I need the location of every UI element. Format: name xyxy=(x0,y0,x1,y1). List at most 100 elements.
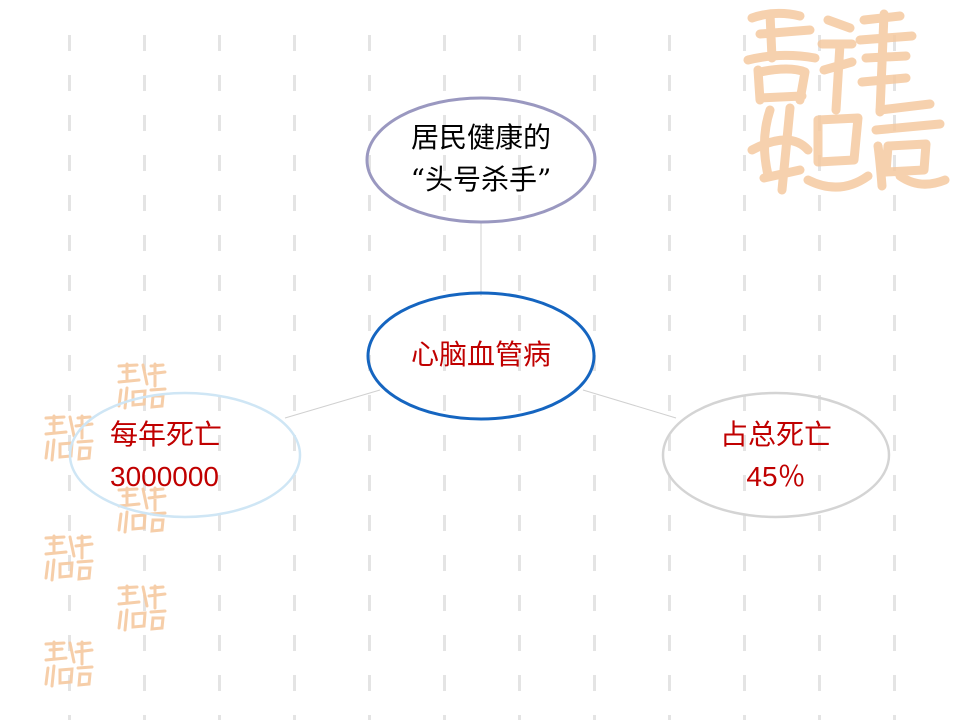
dash-segment xyxy=(293,275,296,291)
dash-segment xyxy=(893,435,896,451)
dash-segment xyxy=(218,195,221,211)
dash-segment xyxy=(143,315,146,331)
dash-segment xyxy=(218,35,221,51)
dash-segment xyxy=(668,115,671,131)
dash-segment xyxy=(593,195,596,211)
dash-segment xyxy=(68,195,71,211)
dash-segment xyxy=(743,195,746,211)
dash-segment xyxy=(743,555,746,571)
dash-segment xyxy=(743,395,746,411)
dash-segment xyxy=(68,35,71,51)
dash-segment xyxy=(668,675,671,691)
dash-segment xyxy=(218,595,221,611)
dash-segment xyxy=(818,715,821,720)
dash-segment xyxy=(443,35,446,51)
dash-segment xyxy=(143,155,146,171)
dash-segment xyxy=(218,235,221,251)
dash-segment xyxy=(893,515,896,531)
dash-segment xyxy=(518,635,521,651)
dash-segment xyxy=(893,715,896,720)
dash-segment xyxy=(593,235,596,251)
dash-segment xyxy=(143,235,146,251)
dash-segment xyxy=(143,715,146,720)
seal-watermark xyxy=(44,534,94,582)
dash-segment xyxy=(593,555,596,571)
dash-segment xyxy=(143,115,146,131)
dash-segment xyxy=(293,75,296,91)
dash-segment xyxy=(668,435,671,451)
dash-segment xyxy=(218,515,221,531)
node-left-value: 3000000 xyxy=(110,461,220,492)
dash-segment xyxy=(518,275,521,291)
dash-segment xyxy=(593,675,596,691)
dash-segment xyxy=(368,235,371,251)
node-left-ellipse xyxy=(68,391,302,519)
dash-segment xyxy=(443,155,446,171)
dash-segment xyxy=(368,315,371,331)
dash-segment xyxy=(893,155,896,171)
dash-segment xyxy=(443,555,446,571)
dash-segment xyxy=(668,395,671,411)
dash-segment xyxy=(368,395,371,411)
dash-segment xyxy=(518,155,521,171)
dash-segment xyxy=(893,355,896,371)
dash-segment xyxy=(893,475,896,491)
dash-segment xyxy=(743,715,746,720)
dash-segment xyxy=(818,275,821,291)
dash-segment xyxy=(443,195,446,211)
dash-segment xyxy=(518,675,521,691)
dash-segment xyxy=(893,595,896,611)
dash-segment xyxy=(893,635,896,651)
dash-segment xyxy=(443,75,446,91)
dash-segment xyxy=(668,715,671,720)
dash-segment xyxy=(668,195,671,211)
dash-segment xyxy=(368,75,371,91)
dash-segment xyxy=(593,635,596,651)
dash-segment xyxy=(368,555,371,571)
dash-segment xyxy=(818,355,821,371)
dash-segment xyxy=(68,75,71,91)
dash-segment xyxy=(743,75,746,91)
node-center-ellipse xyxy=(366,291,596,421)
dash-segment xyxy=(368,515,371,531)
dash-segment xyxy=(593,715,596,720)
dash-segment xyxy=(293,635,296,651)
dash-segment xyxy=(893,115,896,131)
dash-segment xyxy=(518,475,521,491)
dash-segment xyxy=(818,315,821,331)
dash-segment xyxy=(218,275,221,291)
dash-segment xyxy=(293,715,296,720)
node-center-label: 心脑血管病 xyxy=(410,338,551,371)
dash-segment xyxy=(293,315,296,331)
dash-segment xyxy=(443,635,446,651)
dash-segment xyxy=(443,395,446,411)
dash-segment xyxy=(143,355,146,371)
dash-segment xyxy=(743,115,746,131)
dash-segment xyxy=(743,595,746,611)
dash-segment xyxy=(818,675,821,691)
dash-segment xyxy=(68,715,71,720)
dash-segment xyxy=(218,435,221,451)
dash-segment xyxy=(368,35,371,51)
dash-segment xyxy=(143,555,146,571)
dash-segment xyxy=(593,275,596,291)
dash-segment xyxy=(668,515,671,531)
dash-segment xyxy=(818,475,821,491)
dash-segment xyxy=(293,555,296,571)
dash-segment xyxy=(368,155,371,171)
dash-segment xyxy=(443,515,446,531)
dash-segment xyxy=(593,435,596,451)
dash-segment xyxy=(743,275,746,291)
dash-segment xyxy=(293,115,296,131)
dash-segment xyxy=(518,435,521,451)
dash-segment xyxy=(218,355,221,371)
dash-segment xyxy=(893,395,896,411)
node-right-ellipse xyxy=(661,391,891,519)
connector-lines xyxy=(284,222,677,419)
seal-watermark xyxy=(117,362,167,410)
dash-segment xyxy=(68,155,71,171)
dash-segment xyxy=(218,715,221,720)
calligraphy-watermark-large xyxy=(743,8,950,195)
dash-segment xyxy=(368,275,371,291)
dash-segment xyxy=(518,115,521,131)
